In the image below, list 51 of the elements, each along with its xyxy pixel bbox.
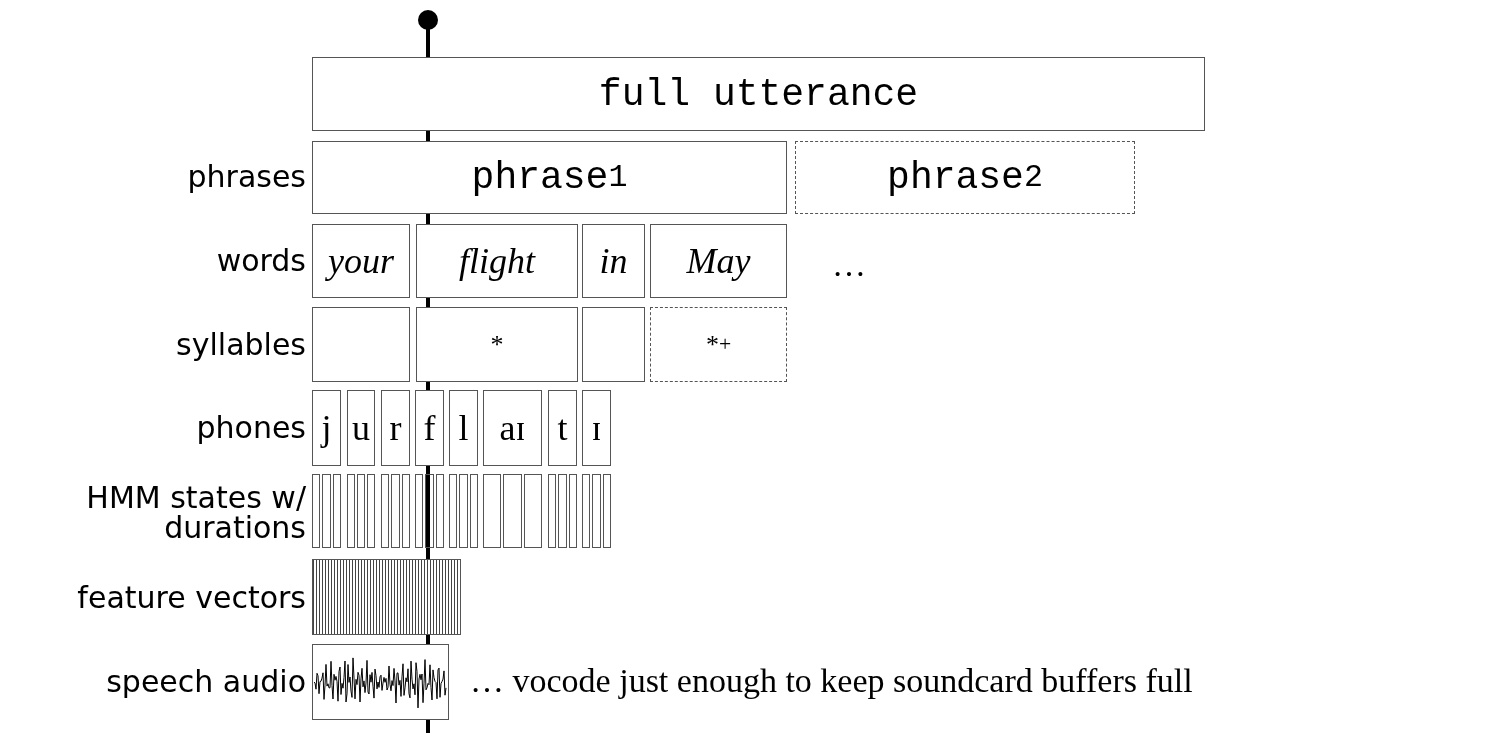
state-box — [322, 474, 331, 548]
waveform-box — [312, 644, 449, 720]
phone-box: l — [449, 390, 478, 466]
word-box: May — [650, 224, 787, 298]
syllable-box: * — [416, 307, 578, 382]
phone-box: r — [381, 390, 410, 466]
utterance-box: full utterance — [312, 57, 1205, 131]
state-box — [602, 474, 611, 548]
state-box — [548, 474, 557, 548]
state-box — [503, 474, 522, 548]
row-label: phones — [195, 413, 306, 443]
row-label: HMM states w/ durations — [86, 483, 306, 543]
state-box — [435, 474, 444, 548]
state-box — [483, 474, 502, 548]
state-box — [367, 474, 375, 548]
row-label: phrases — [186, 162, 306, 192]
phone-box: t — [548, 390, 577, 466]
state-box — [469, 474, 478, 548]
state-box — [332, 474, 341, 548]
phone-box: aɪ — [483, 390, 542, 466]
syllable-box — [582, 307, 645, 382]
syllable-box — [312, 307, 410, 382]
word-box: in — [582, 224, 645, 298]
state-box — [312, 474, 321, 548]
state-box — [415, 474, 424, 548]
row-label: words — [215, 246, 306, 276]
phone-box: ɪ — [582, 390, 611, 466]
word-box: flight — [416, 224, 578, 298]
row-label: speech audio — [105, 667, 306, 697]
state-box — [592, 474, 601, 548]
state-box — [357, 474, 365, 548]
state-box — [381, 474, 390, 548]
word-box: your — [312, 224, 410, 298]
state-box — [347, 474, 355, 548]
state-box — [568, 474, 577, 548]
ellipsis: … — [832, 246, 867, 284]
state-box — [401, 474, 410, 548]
state-box — [459, 474, 468, 548]
state-box — [425, 474, 434, 548]
state-box — [582, 474, 591, 548]
phone-box: f — [415, 390, 444, 466]
phone-box: j — [312, 390, 341, 466]
row-label: syllables — [175, 330, 306, 360]
feature-vector-block — [312, 559, 461, 635]
state-box — [558, 474, 567, 548]
state-box — [449, 474, 458, 548]
state-box — [391, 474, 400, 548]
row-label: feature vectors — [76, 583, 306, 613]
note-text: … vocode just enough to keep soundcard buffers full — [470, 662, 1194, 700]
state-box — [523, 474, 542, 548]
phone-box: u — [347, 390, 375, 466]
